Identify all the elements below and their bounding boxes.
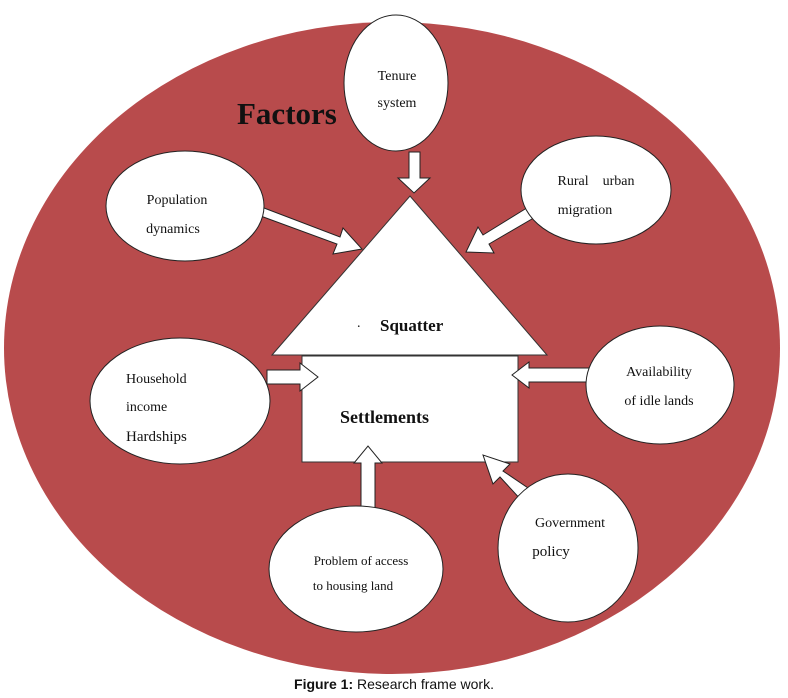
node-circle	[268, 505, 444, 633]
node-label-line: Government	[535, 516, 605, 531]
factor-node-tenure-system: Tenure system	[343, 14, 449, 152]
node-label-line: Tenure	[378, 69, 417, 84]
factor-node-problem-of-access-to-housing-land: Problem of access to housing land	[268, 505, 444, 633]
node-label-line: Availability	[626, 365, 692, 380]
node-circle	[497, 473, 639, 623]
roof-dot: .	[357, 316, 361, 331]
node-label-line: policy	[532, 544, 570, 560]
arrow-tenure	[396, 151, 432, 194]
node-label-line: income	[126, 400, 167, 415]
squatter-label: Squatter	[380, 316, 444, 335]
node-circle	[343, 14, 449, 152]
factor-node-population-dynamics: Population dynamics	[105, 150, 265, 262]
node-label-line: dynamics	[146, 222, 200, 237]
house-roof	[270, 195, 549, 356]
caption-label: Figure 1:	[294, 676, 354, 692]
factor-node-household-income-hardships: Household income Hardships	[89, 337, 271, 465]
factor-node-rural-urban-migration: Rural urban migration	[520, 135, 672, 245]
house-body	[301, 355, 519, 463]
arrow-idle	[511, 360, 597, 390]
arrow-rural	[465, 205, 538, 254]
node-circle	[585, 325, 735, 445]
figure-caption: Figure 1: Research frame work.	[0, 676, 788, 692]
node-label-line: of idle lands	[624, 394, 693, 409]
node-label-line: system	[378, 96, 417, 111]
node-label-line: Hardships	[126, 429, 187, 445]
node-circle	[105, 150, 265, 262]
node-label-line: Rural urban	[558, 174, 635, 189]
node-circle	[89, 337, 271, 465]
node-label-line: to housing land	[313, 578, 394, 593]
diagram-heading: Factors	[237, 96, 337, 131]
node-label-line: Problem of access	[314, 553, 409, 568]
factor-node-availability-of-idle-lands: Availability of idle lands	[585, 325, 735, 445]
arrow-household	[266, 361, 319, 393]
settlements-label: Settlements	[340, 407, 429, 427]
node-label-line: Population	[147, 193, 208, 208]
node-circle	[520, 135, 672, 245]
node-label-line: migration	[558, 203, 612, 218]
caption-text: Research frame work.	[353, 676, 494, 692]
node-label-line: Household	[126, 372, 187, 387]
factor-node-government-policy: Government policy	[497, 473, 639, 623]
